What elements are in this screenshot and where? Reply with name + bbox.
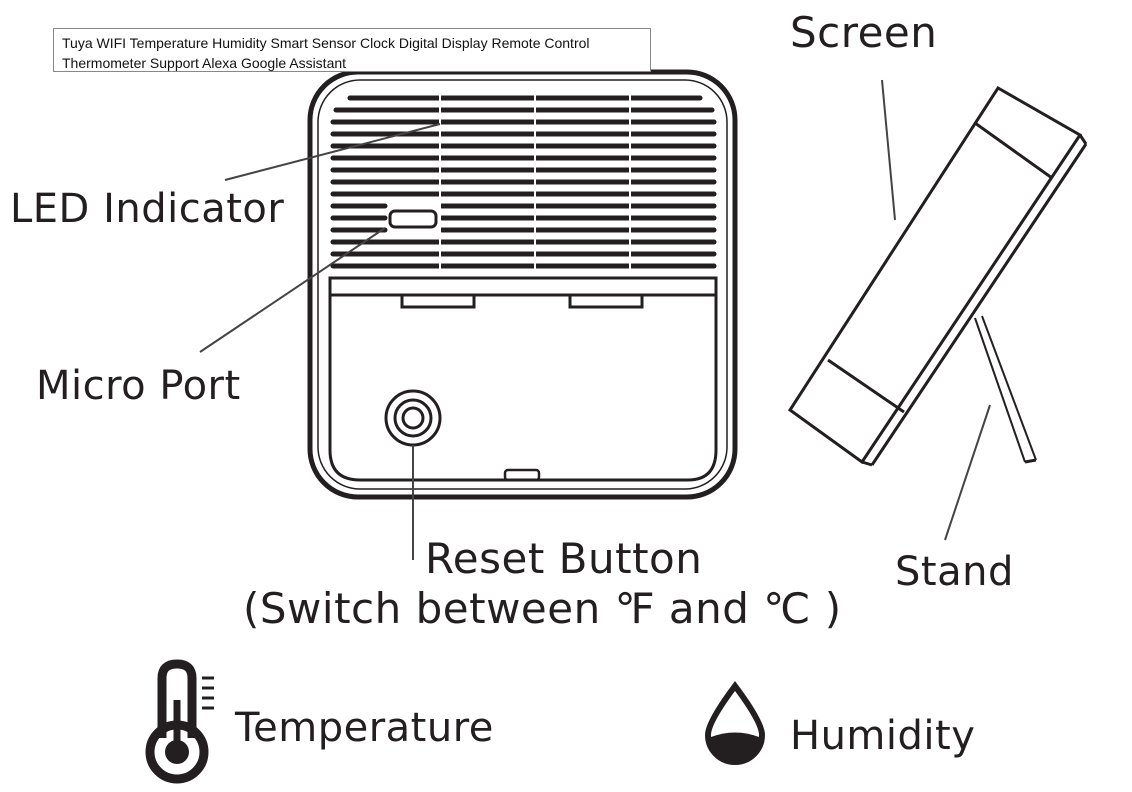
vent-grille [330,95,717,269]
humidity-legend-label: Humidity [790,713,976,759]
led-indicator-label: LED Indicator [10,186,285,232]
temperature-legend-label: Temperature [235,705,494,751]
stand-label: Stand [895,549,1014,595]
product-title: Tuya WIFI Temperature Humidity Smart Sen… [53,28,651,72]
micro-port-label: Micro Port [36,363,241,409]
droplet-icon [704,680,766,765]
device-front [307,69,738,500]
leader-lines [199,79,991,560]
screen-label: Screen [790,8,938,57]
thermometer-icon [145,659,214,784]
reset-note-label: (Switch between ℉ and ℃ ) [243,584,842,633]
reset-button-label: Reset Button [425,534,703,583]
reset-button [384,389,442,447]
micro-port [388,209,438,229]
device-side [787,85,1088,467]
